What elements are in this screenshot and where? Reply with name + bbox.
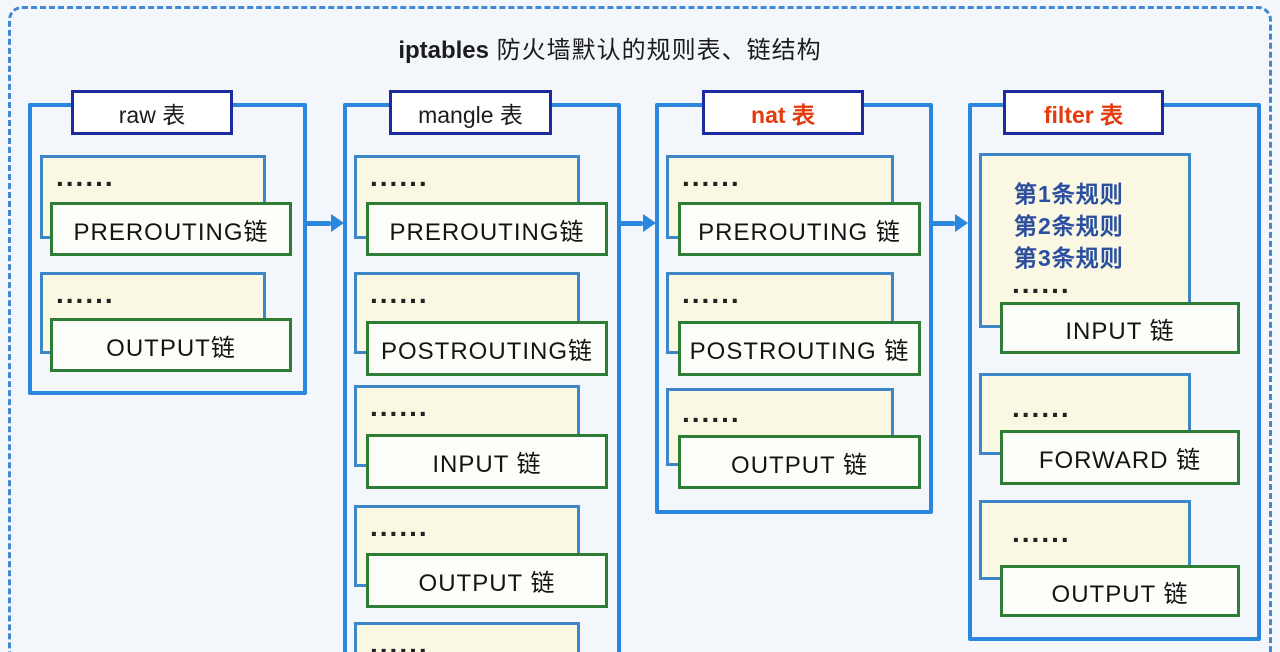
ellipsis-dots: ...... [56, 161, 115, 192]
ellipsis-dots: ...... [370, 391, 429, 422]
ellipsis-dots: ...... [370, 628, 429, 652]
arrow-line [617, 221, 643, 226]
ellipsis-dots: ...... [370, 278, 429, 309]
ellipsis-dots: ...... [682, 161, 741, 192]
ellipsis-dots: ...... [1012, 392, 1071, 423]
raw-table-header: raw 表 [71, 90, 233, 135]
chain-label-nat-postrouting: POSTROUTING 链 [678, 321, 921, 376]
diagram-title: iptables 防火墙默认的规则表、链结构 [0, 30, 1220, 65]
chain-label-mangle-output: OUTPUT 链 [366, 553, 608, 608]
rule-lines: 第1条规则 第2条规则 第3条规则 [1014, 178, 1124, 274]
ellipsis-dots: ...... [682, 278, 741, 309]
rules-box-clipped [354, 622, 580, 652]
ellipsis-dots: ...... [682, 397, 741, 428]
chain-label-filter-forward: FORWARD 链 [1000, 430, 1240, 485]
rule-line: 第2条规则 [1014, 213, 1124, 239]
arrow-head-icon [955, 214, 968, 232]
chain-label-raw-output: OUTPUT链 [50, 318, 292, 372]
rules-box [979, 153, 1191, 328]
arrow-head-icon [643, 214, 656, 232]
chain-label-mangle-prerouting: PREROUTING链 [366, 202, 608, 256]
mangle-table-label: mangle 表 [418, 101, 523, 128]
ellipsis-dots: ...... [1012, 517, 1071, 548]
title-prefix: iptables [398, 37, 490, 64]
arrow-line [929, 221, 955, 226]
rule-line: 第1条规则 [1014, 181, 1124, 207]
chain-label-mangle-input: INPUT 链 [366, 434, 608, 489]
filter-table-label: filter 表 [1043, 101, 1124, 128]
chain-label-raw-prerouting: PREROUTING链 [50, 202, 292, 256]
filter-table-header: filter 表 [1003, 90, 1164, 135]
chain-label-filter-output: OUTPUT 链 [1000, 565, 1240, 617]
ellipsis-dots: ...... [56, 278, 115, 309]
nat-table-header: nat 表 [702, 90, 864, 135]
ellipsis-dots: ...... [370, 511, 429, 542]
chain-label-nat-output: OUTPUT 链 [678, 435, 921, 489]
dashed-frame [8, 6, 1272, 652]
ellipsis-dots: ...... [1012, 268, 1071, 299]
chain-label-filter-input: INPUT 链 [1000, 302, 1240, 354]
ellipsis-dots: ...... [370, 161, 429, 192]
raw-table-label: raw 表 [118, 101, 186, 128]
arrow-head-icon [331, 214, 344, 232]
title-suffix: 防火墙默认的规则表、链结构 [489, 37, 822, 64]
mangle-table-header: mangle 表 [389, 90, 552, 135]
arrow-line [303, 221, 331, 226]
chain-label-nat-prerouting: PREROUTING 链 [678, 202, 921, 256]
nat-table-label: nat 表 [751, 101, 815, 128]
chain-label-mangle-postrouting: POSTROUTING链 [366, 321, 608, 376]
rule-line: 第3条规则 [1014, 245, 1124, 271]
